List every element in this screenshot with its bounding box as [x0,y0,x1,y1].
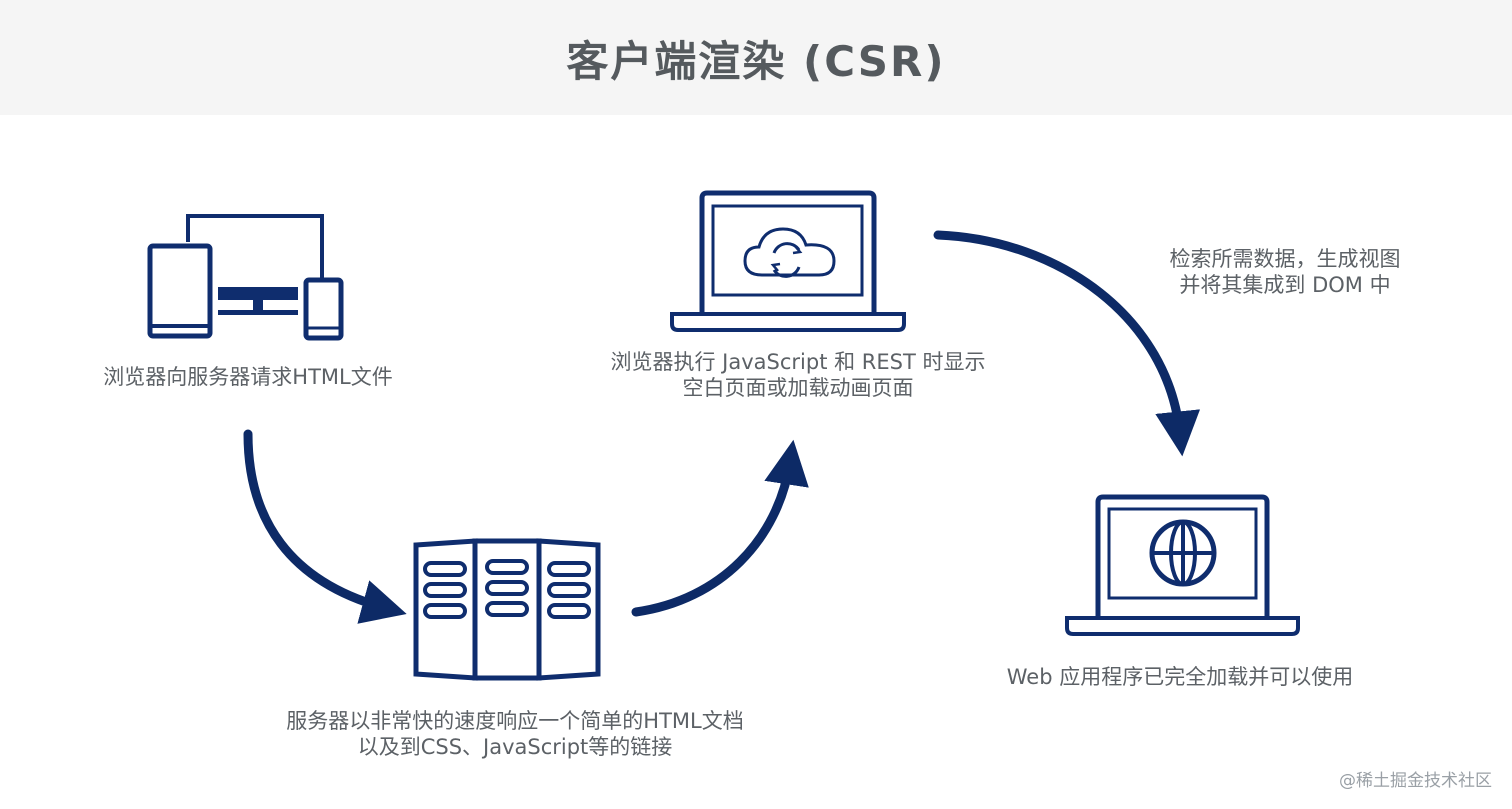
watermark: @稀土掘金技术社区 [1339,771,1492,791]
transition-note: 检索所需数据，生成视图 并将其集成到 DOM 中 [1169,247,1401,297]
step-1-label: 浏览器向服务器请求HTML文件 [103,365,393,389]
arrow-request-to-server [243,429,407,624]
page-title: 客户端渲染 (CSR) [566,37,946,86]
arrow-browser-to-app [933,230,1201,457]
step-3-label: 浏览器执行 JavaScript 和 REST 时显示 空白页面或加载动画页面 [610,350,986,400]
title-bar [0,0,1512,115]
step-2-label: 服务器以非常快的速度响应一个简单的HTML文档 以及到CSS、JavaScrip… [286,709,744,759]
devices-icon [147,214,344,341]
server-icon [413,538,601,681]
arrow-server-to-browser [631,439,809,617]
step-4-label: Web 应用程序已完全加载并可以使用 [1006,665,1354,689]
laptop-cloud-sync-icon [670,190,906,332]
laptop-globe-icon [1065,494,1300,636]
